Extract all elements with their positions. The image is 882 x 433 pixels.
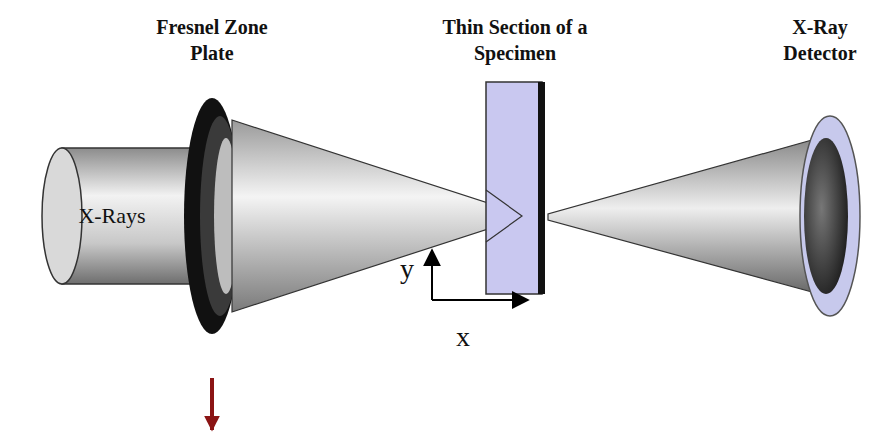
axis-arrows bbox=[432, 250, 528, 300]
detector: X-Ray Detector bbox=[768, 14, 872, 66]
diverging-cone bbox=[548, 140, 812, 292]
specimen-slab bbox=[486, 82, 545, 294]
focus-lines bbox=[486, 190, 522, 242]
part-heading: X-Ray Detector bbox=[768, 14, 872, 66]
specimen: Thin Section of a Specimen bbox=[433, 14, 598, 66]
focusing-cone bbox=[232, 120, 522, 312]
axis-label: y bbox=[400, 254, 414, 284]
axis-label: x bbox=[456, 322, 470, 352]
beam-source: X-Rays bbox=[57, 203, 167, 229]
beam-label: X-Rays bbox=[57, 203, 167, 229]
pointer-arrow bbox=[210, 378, 214, 430]
detector-dish bbox=[800, 116, 860, 316]
zone-plate: Fresnel Zone Plate bbox=[137, 14, 287, 66]
part-heading: Fresnel Zone Plate bbox=[137, 14, 287, 66]
part-heading: Thin Section of a Specimen bbox=[433, 14, 598, 66]
